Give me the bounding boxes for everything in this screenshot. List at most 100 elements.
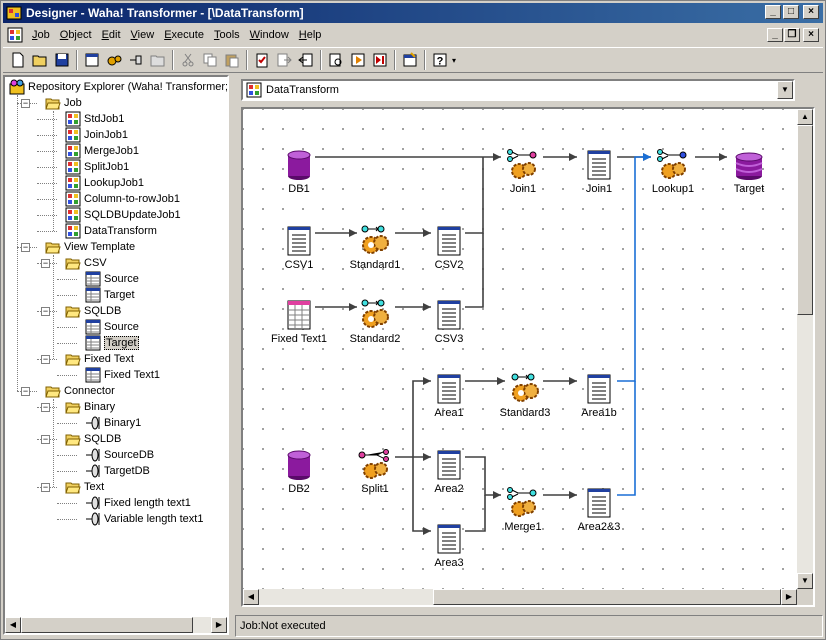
menu-help[interactable]: Help [298,29,322,41]
tree-sqldb-view-folder[interactable]: SQLDB [65,303,121,319]
menu-edit[interactable]: Edit [101,29,121,41]
tree-collapse-toggle[interactable]: − [21,386,30,396]
horizontal-scroll-thumb[interactable] [433,589,781,605]
menu-job[interactable]: Job [32,29,50,41]
export-button[interactable] [273,49,295,71]
node-standard3[interactable]: Standard3 [485,373,565,419]
view-button[interactable] [81,49,103,71]
tree-connector-item[interactable]: Fixed length text1 [85,495,191,511]
menu-object[interactable]: Object [59,29,92,41]
tree-job-item[interactable]: MergeJob1 [65,143,139,159]
tree-collapse-toggle[interactable]: − [41,306,50,316]
minimize-button[interactable]: _ [765,5,781,19]
tree-job-item[interactable]: JoinJob1 [65,127,128,143]
canvas-scroll-right-button[interactable]: ▶ [781,589,797,605]
document-icon[interactable] [7,27,23,43]
node-standard1[interactable]: Standard1 [335,225,415,271]
tree-collapse-toggle[interactable]: − [41,482,50,492]
tree-collapse-toggle[interactable]: − [21,98,30,108]
paste-button[interactable] [221,49,243,71]
tree-fixed-text-folder[interactable]: Fixed Text [65,351,134,367]
mdi-close-button[interactable]: × [803,28,819,42]
tree-horizontal-scrollbar[interactable]: ◀ ▶ [5,617,227,633]
node-db1[interactable]: DB1 [259,149,339,195]
vertical-scroll-thumb[interactable] [797,125,813,315]
tree-job-item[interactable]: LookupJob1 [65,175,144,191]
maximize-button[interactable]: □ [783,5,799,19]
tree-job-item[interactable]: DataTransform [65,223,157,239]
scroll-left-button[interactable]: ◀ [5,617,21,633]
tree-collapse-toggle[interactable]: − [21,242,30,252]
tree-binary-folder[interactable]: Binary [65,399,115,415]
node-area1[interactable]: Area1 [409,373,489,419]
scroll-thumb[interactable] [21,617,193,633]
node-area1b[interactable]: Area1b [559,373,639,419]
node-target[interactable]: Target [709,149,789,195]
step-button[interactable] [369,49,391,71]
tree-job-item[interactable]: StdJob1 [65,111,124,127]
close-button[interactable]: × [803,5,819,19]
connector-button[interactable] [125,49,147,71]
node-csv3[interactable]: CSV3 [409,299,489,345]
help-dropdown-arrow[interactable]: ▾ [452,55,457,65]
canvas-scroll-left-button[interactable]: ◀ [243,589,259,605]
help-button[interactable]: ? [429,49,451,71]
node-join1-proc[interactable]: Join1 [483,149,563,195]
canvas-horizontal-scrollbar[interactable]: ◀ ▶ [243,589,797,605]
menu-view[interactable]: View [130,29,155,41]
tree-view-item[interactable]: Target [85,335,139,351]
mdi-restore-button[interactable]: ❐ [784,28,800,42]
open-button[interactable] [29,49,51,71]
tree-collapse-toggle[interactable]: − [41,402,50,412]
run-button[interactable] [347,49,369,71]
node-split1[interactable]: Split1 [335,449,415,495]
data-link[interactable] [617,381,636,496]
tree-job-item[interactable]: Column-to-rowJob1 [65,191,180,207]
job-selector-dropdown[interactable]: ▼ [777,81,793,99]
check-button[interactable] [251,49,273,71]
node-lookup1[interactable]: Lookup1 [633,149,713,195]
process-button[interactable] [103,49,125,71]
tree-job-item[interactable]: SQLDBUpdateJob1 [65,207,181,223]
tree-view-item[interactable]: Fixed Text1 [85,367,160,383]
node-area2[interactable]: Area2 [409,449,489,495]
tree-view-template-folder[interactable]: View Template [45,239,135,255]
data-link[interactable] [465,495,486,532]
tree-connector-item[interactable]: TargetDB [85,463,150,479]
canvas-vertical-scrollbar[interactable]: ▲ ▼ [797,109,813,589]
tree-collapse-toggle[interactable]: − [41,258,50,268]
preview-button[interactable] [325,49,347,71]
tree-connector-item[interactable]: Binary1 [85,415,141,431]
node-csv1[interactable]: CSV1 [259,225,339,271]
job-selector[interactable]: DataTransform ▼ [241,79,795,101]
node-fixedtext1[interactable]: Fixed Text1 [259,299,339,345]
tree-view-item[interactable]: Target [85,287,135,303]
import-button[interactable] [295,49,317,71]
tree-view-item[interactable]: Source [85,271,139,287]
node-db2[interactable]: DB2 [259,449,339,495]
scroll-down-button[interactable]: ▼ [797,573,813,589]
folder-button[interactable] [147,49,169,71]
data-link[interactable] [465,233,484,308]
tree-sqldb-connector-folder[interactable]: SQLDB [65,431,121,447]
properties-button[interactable] [399,49,421,71]
menu-execute[interactable]: Execute [164,29,204,41]
tree-text-folder[interactable]: Text [65,479,104,495]
tree-connector-item[interactable]: SourceDB [85,447,154,463]
save-button[interactable] [51,49,73,71]
data-link[interactable] [465,157,484,234]
node-csv2[interactable]: CSV2 [409,225,489,271]
tree-job-folder[interactable]: Job [45,95,82,111]
tree-job-item[interactable]: SplitJob1 [65,159,129,175]
mdi-minimize-button[interactable]: _ [767,28,783,42]
scroll-up-button[interactable]: ▲ [797,109,813,125]
tree-view-item[interactable]: Source [85,319,139,335]
node-area3[interactable]: Area3 [409,523,489,569]
tree-csv-folder[interactable]: CSV [65,255,107,271]
tree-collapse-toggle[interactable]: − [41,354,50,364]
node-merge1[interactable]: Merge1 [483,487,563,533]
copy-button[interactable] [199,49,221,71]
tree-connector-item[interactable]: Variable length text1 [85,511,203,527]
scroll-right-button[interactable]: ▶ [211,617,227,633]
